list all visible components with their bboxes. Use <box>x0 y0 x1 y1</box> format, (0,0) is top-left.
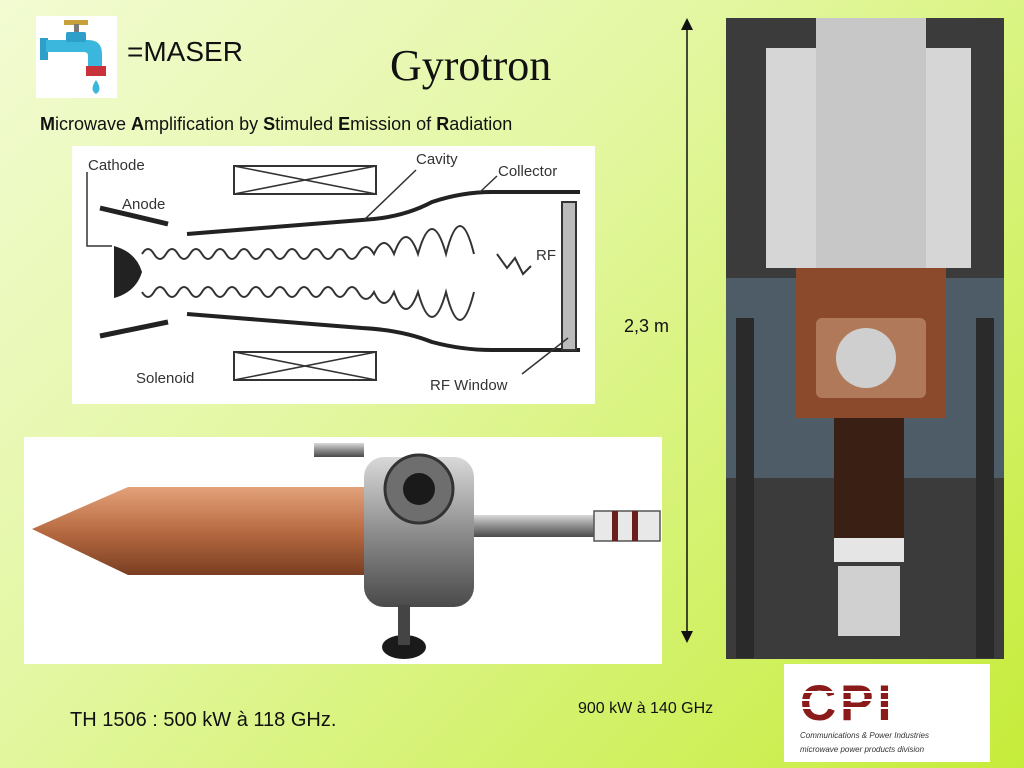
height-arrow <box>677 18 697 643</box>
tube-upper-wall <box>186 190 580 236</box>
gyrotron-tall-photo <box>726 18 1004 659</box>
cathode-leader <box>86 172 112 247</box>
cavity-label: Cavity <box>416 151 458 168</box>
beam-lower-wave <box>141 286 475 321</box>
acronym-rest-m: icrowave <box>55 114 132 134</box>
acronym-rest-r: adiation <box>449 114 513 134</box>
anode-label: Anode <box>122 196 165 213</box>
cavity-leader <box>363 169 417 221</box>
cathode-shape <box>114 246 142 298</box>
gyrotron-tube-photo <box>24 437 662 664</box>
tube-lower-wall <box>186 312 580 352</box>
gyrotron-diagram: Cathode Anode Cavity Collector RF Soleno… <box>72 146 595 404</box>
collector-leader <box>479 175 498 193</box>
acronym-rest-e: mission of <box>350 114 437 134</box>
solenoid-label: Solenoid <box>136 370 194 387</box>
power-label: 900 kW à 140 GHz <box>578 700 714 717</box>
acronym-rest-s: timuled <box>275 114 339 134</box>
solenoid-top-box <box>233 165 377 195</box>
acronym-initial-a: A <box>131 114 145 134</box>
cpi-logo-line2: microwave power products division <box>800 745 925 754</box>
rf-window-shape <box>561 201 577 351</box>
acronym-initial-m: M <box>40 114 55 134</box>
acronym-initial-s: S <box>263 114 276 134</box>
acronym-rest-a: mplification by <box>144 114 264 134</box>
rf-window-leader <box>521 337 569 375</box>
solenoid-bottom-box <box>233 351 377 381</box>
rf-arrow <box>496 253 532 276</box>
cathode-label: Cathode <box>88 157 145 174</box>
acronym-initial-r: R <box>436 114 450 134</box>
cpi-logo: CPI Communications & Power Industries mi… <box>784 664 990 762</box>
page-title: Gyrotron <box>390 41 552 90</box>
acronym-initial-e: E <box>338 114 351 134</box>
rf-label: RF <box>536 247 556 264</box>
th1506-caption: TH 1506 : 500 kW à 118 GHz. <box>70 709 337 731</box>
anode-upper <box>99 205 169 227</box>
beam-upper-wave <box>141 225 475 260</box>
anode-lower <box>99 319 169 339</box>
acronym-definition: Microwave Amplification by Stimuled Emis… <box>40 114 512 135</box>
collector-label: Collector <box>498 163 557 180</box>
cpi-logo-line1: Communications & Power Industries <box>800 731 929 740</box>
rf-window-label: RF Window <box>430 377 508 394</box>
height-label: 2,3 m <box>624 316 670 336</box>
maser-label: =MASER <box>127 36 243 67</box>
faucet-icon <box>36 16 117 98</box>
